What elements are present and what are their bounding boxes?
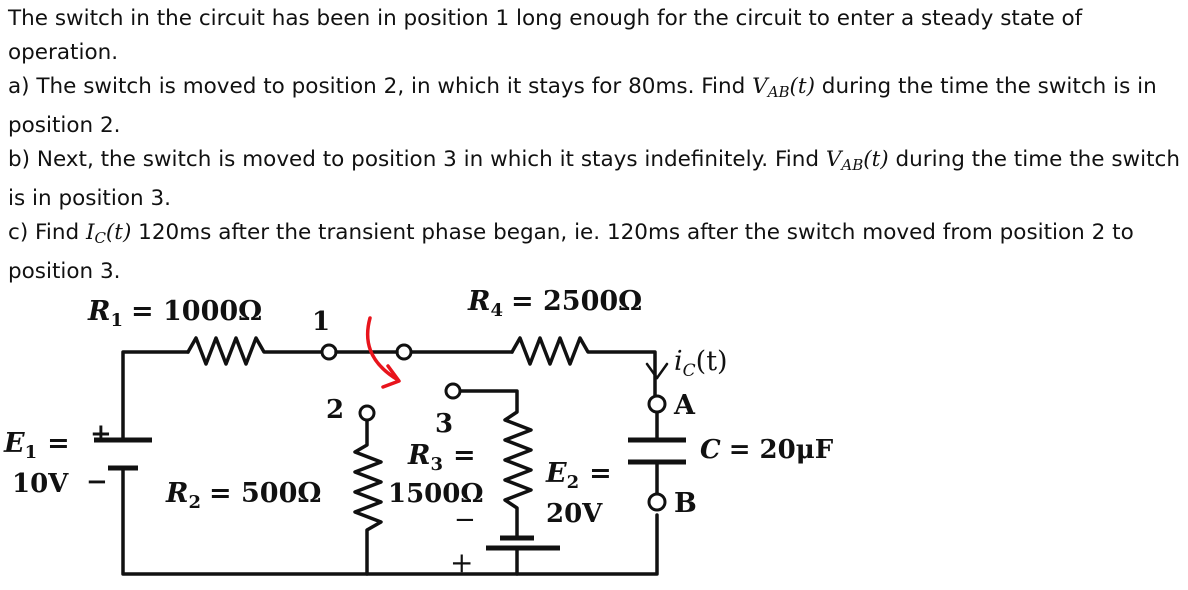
terminal-node-b [647,492,667,512]
e2-symbol-label: E2= [545,458,612,493]
terminal-node-a [647,394,667,414]
problem-part-c: c) Find IC(t) 120ms after the transient … [8,216,1186,289]
wire-left-bottom [121,466,659,576]
part-c-symbol: I [85,220,95,245]
problem-part-a: a) The switch is moved to position 2, in… [8,70,1186,143]
wires [121,336,659,576]
part-b-prefix: b) Next, the switch is moved to position… [8,147,826,172]
wire-top-left [121,350,190,442]
part-b-subscript: AB [841,156,864,174]
r2-label: R2= 500Ω [165,478,321,513]
e2-value-label: 20V [546,499,603,529]
r1-label: R1= 1000Ω [87,296,262,331]
part-b-suffix: during the time the switch is in positio… [8,147,1180,211]
r2-branch [353,418,383,576]
r4-zigzag [510,336,657,397]
e1-symbol-label: E1= [3,428,70,463]
position-1-label: 1 [312,307,330,337]
switch-arrow-icon [365,316,401,389]
part-a-arg: (t) [789,74,815,99]
current-label: iC(t) [674,346,728,381]
problem-part-b: b) Next, the switch is moved to position… [8,143,1186,216]
r3-branch [458,389,533,540]
e2-plus-sign: + [450,546,473,579]
e1-value-label: 10V [12,469,69,499]
part-b-arg: (t) [863,147,889,172]
node-a-label: A [673,390,696,421]
terminal-position-3 [444,382,462,400]
e1-plus-sign: + [90,419,112,449]
problem-intro: The switch in the circuit has been in po… [8,6,1083,65]
r4-label: R4= 2500Ω [467,286,642,321]
position-3-label: 3 [435,409,453,439]
position-2-label: 2 [326,395,344,425]
node-b-label: B [674,488,697,519]
e2-minus-sign: − [454,505,476,535]
part-c-prefix: c) Find [8,220,86,245]
part-c-suffix: 120ms after the transient phase began, i… [8,220,1134,284]
part-a-prefix: a) The switch is moved to position 2, in… [8,74,753,99]
part-a-symbol: V [752,74,768,99]
problem-statement: The switch in the circuit has been in po… [8,2,1186,289]
r1-zigzag [186,336,324,366]
r3-symbol-label: R3= [407,440,476,475]
e1-minus-sign: − [86,467,108,497]
r3-value-label: 1500Ω [388,479,484,509]
part-c-subscript: C [94,229,106,247]
part-a-suffix: during the time the switch is in positio… [8,74,1157,138]
terminal-switch-pivot [395,343,413,361]
part-c-arg: (t) [105,220,132,245]
capacitor-label: C= 20μF [700,435,834,465]
terminal-position-1 [320,343,338,361]
terminal-position-2 [358,404,376,422]
part-a-subscript: AB [767,83,790,101]
current-arrow-icon [645,362,669,380]
part-b-symbol: V [825,147,842,172]
